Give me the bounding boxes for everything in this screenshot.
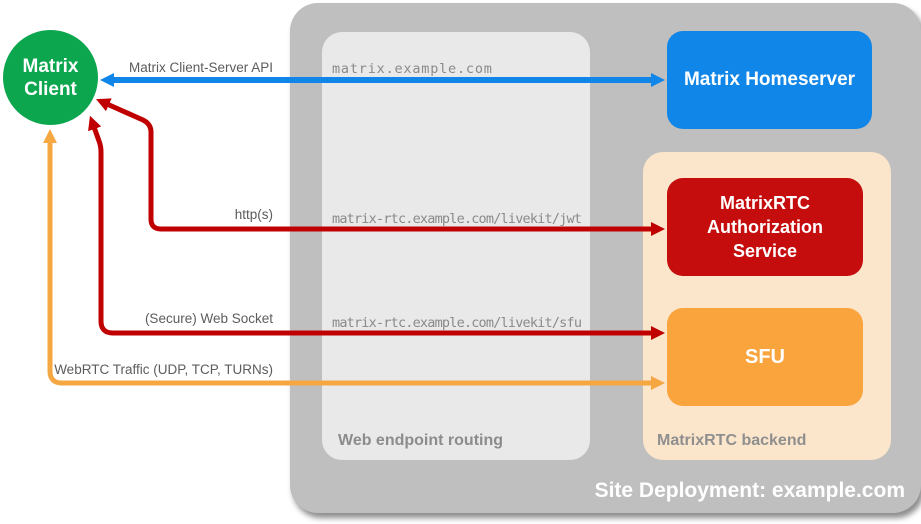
matrixrtc-backend-label: MatrixRTC backend <box>657 432 807 449</box>
site-deployment-label: Site Deployment: example.com <box>594 479 905 502</box>
matrix-homeserver-node: Matrix Homeserver <box>667 31 872 129</box>
web-endpoint-routing-label: Web endpoint routing <box>338 432 504 449</box>
https-arrow-label: http(s) <box>234 207 273 222</box>
sfu-node: SFU <box>667 308 863 406</box>
web-endpoint-routing-box: Web endpoint routing <box>322 32 590 460</box>
endpoint-url-matrix: matrix.example.com <box>332 61 493 77</box>
webrtc-traffic-arrow-label: WebRTC Traffic (UDP, TCP, TURNs) <box>54 362 273 377</box>
matrix-client-node: Matrix Client <box>3 30 98 125</box>
endpoint-url-livekit-jwt: matrix-rtc.example.com/livekit/jwt <box>332 211 582 227</box>
endpoint-url-livekit-sfu: matrix-rtc.example.com/livekit/sfu <box>332 315 582 331</box>
client-server-api-arrow-label: Matrix Client-Server API <box>128 60 273 75</box>
matrixrtc-authorization-service-node: MatrixRTC Authorization Service <box>667 178 863 276</box>
websocket-arrow-label: (Secure) Web Socket <box>144 311 273 326</box>
